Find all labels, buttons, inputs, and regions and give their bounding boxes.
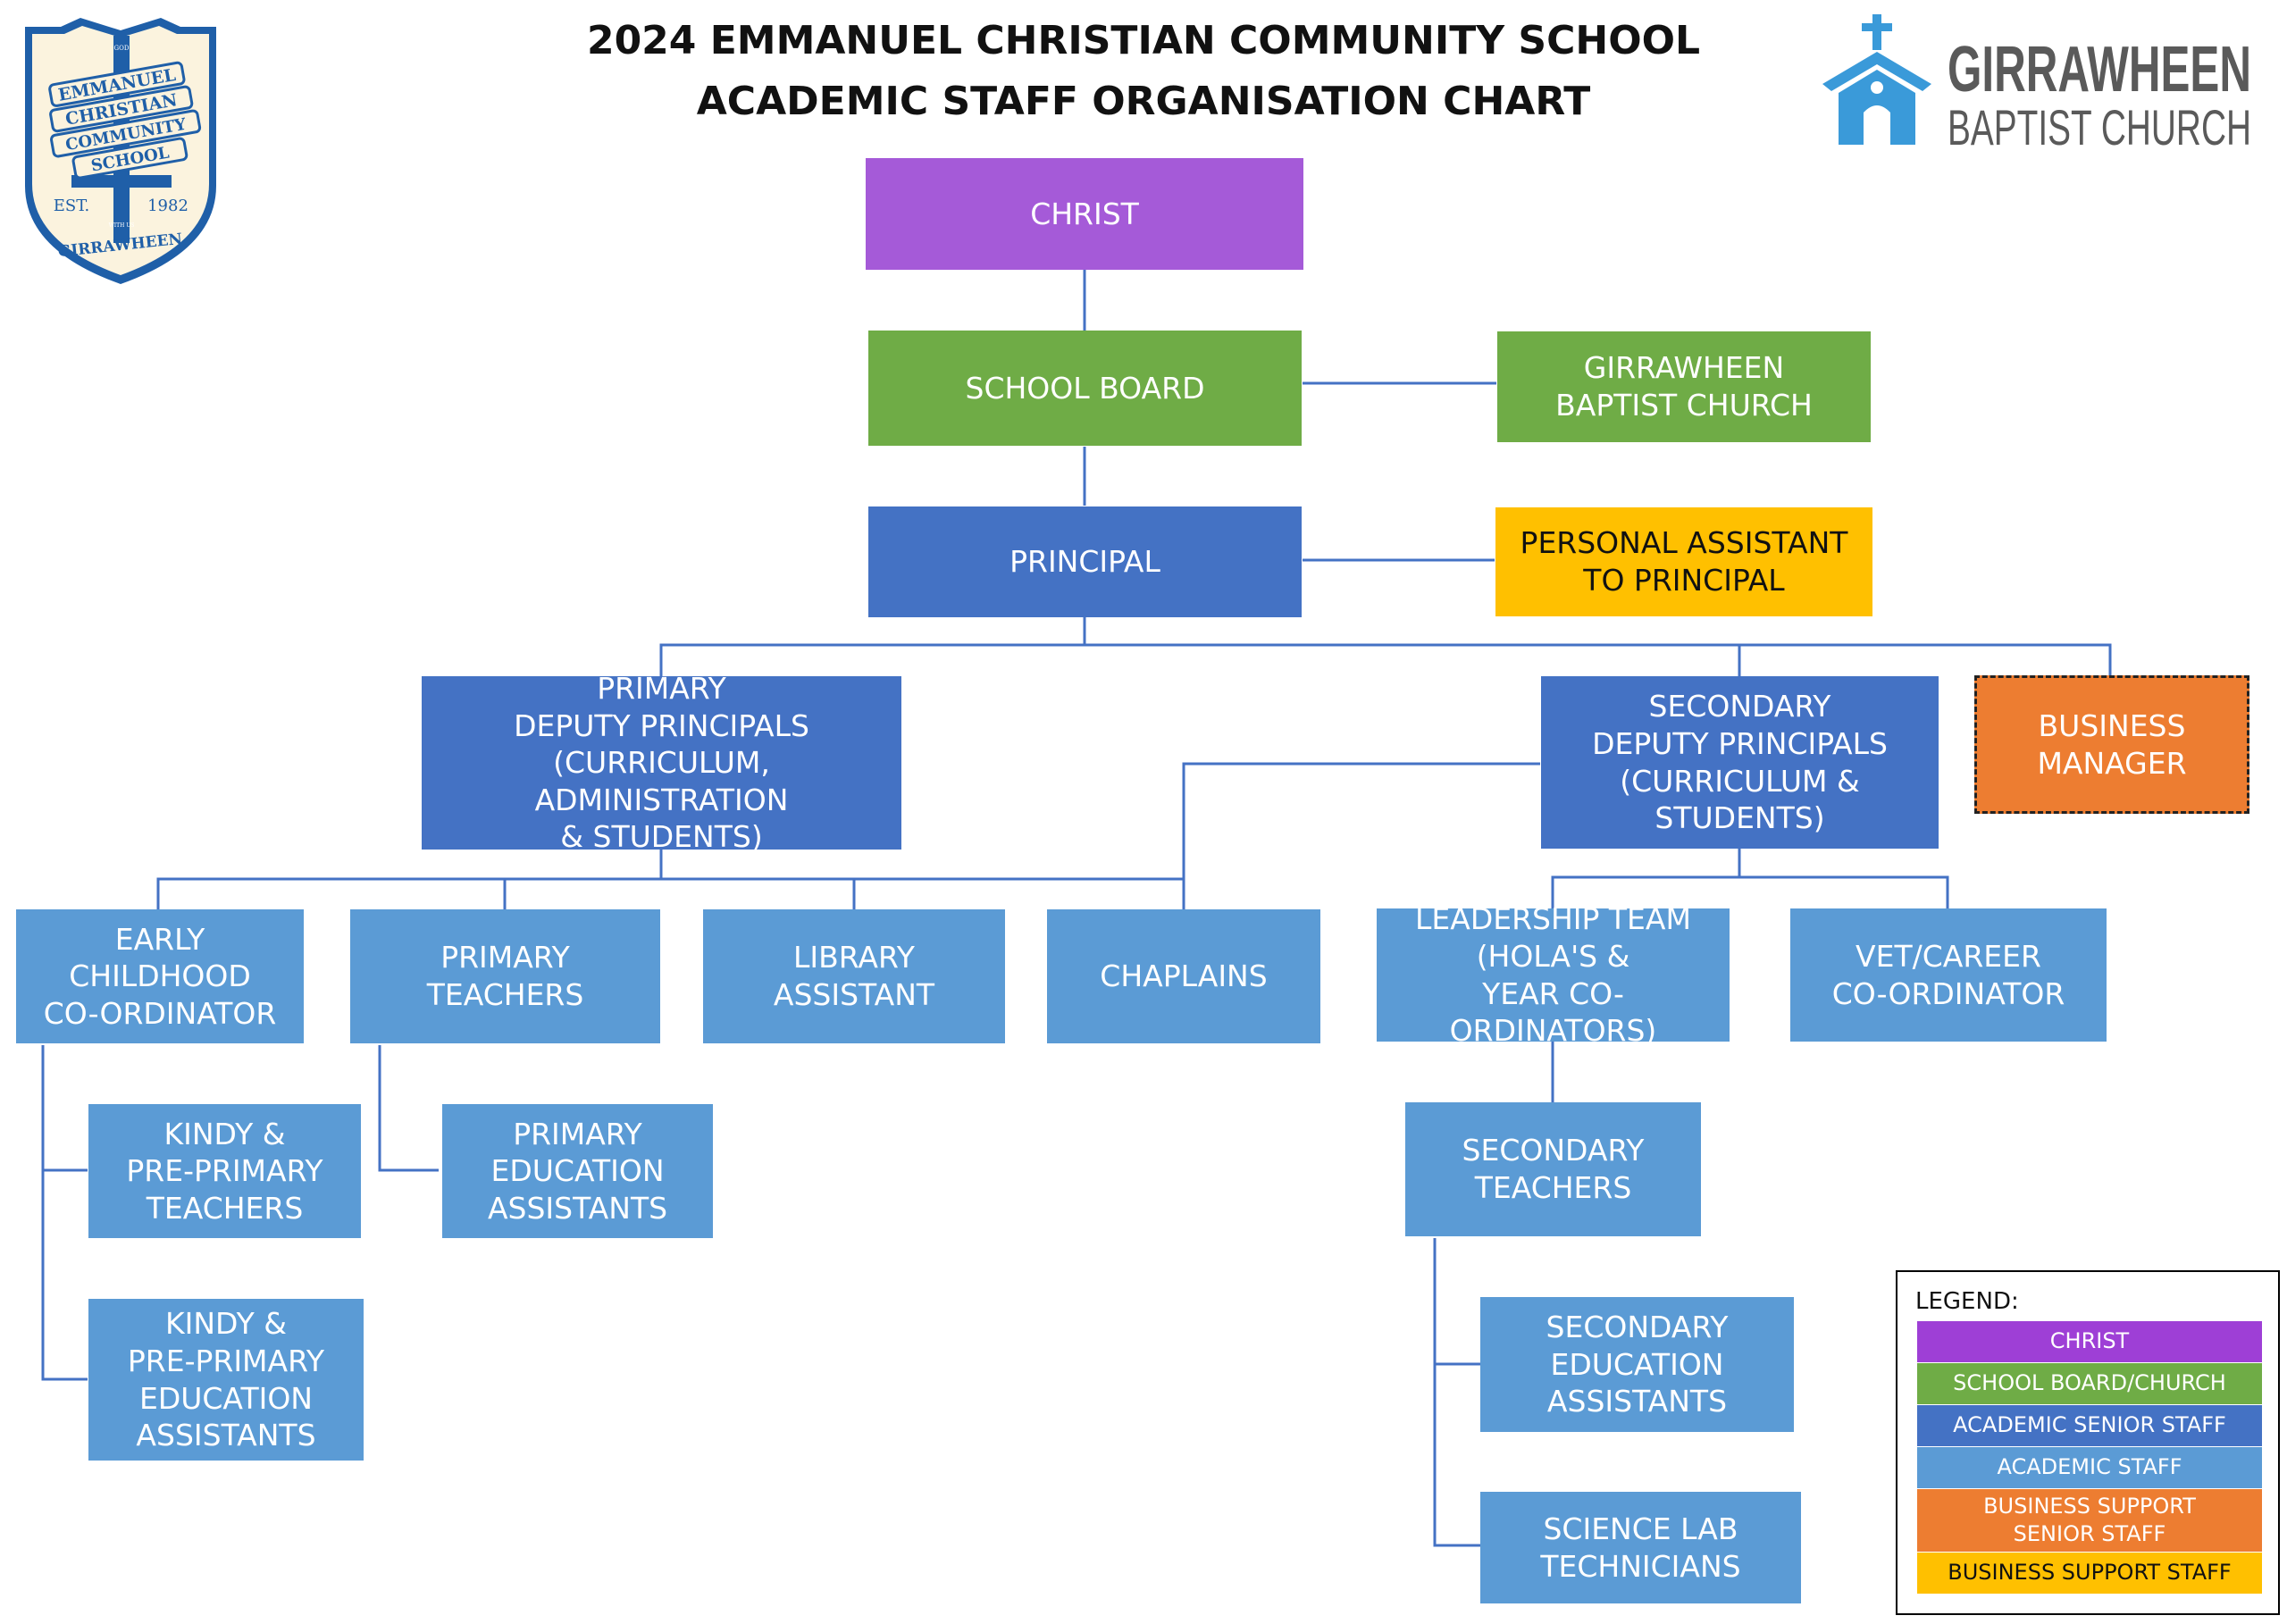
node-secondary-deputy-principals: SECONDARY DEPUTY PRINCIPALS (CURRICULUM …	[1541, 676, 1939, 849]
connector-primary-staff-bus	[156, 877, 1185, 909]
legend-item-academic-senior-staff: ACADEMIC SENIOR STAFF	[1917, 1405, 2262, 1446]
node-business-manager: BUSINESS MANAGER	[1974, 675, 2249, 814]
connector-secondary-staff-bus	[1551, 875, 1949, 908]
legend-title: LEGEND:	[1915, 1288, 2019, 1315]
node-secondary-education-assistants: SECONDARY EDUCATION ASSISTANTS	[1480, 1297, 1794, 1432]
node-leadership-team: LEADERSHIP TEAM (HOLA'S & YEAR CO-ORDINA…	[1377, 901, 1730, 1048]
node-primary-education-assistants: PRIMARY EDUCATION ASSISTANTS	[442, 1104, 713, 1238]
connector-secondary-dp-chaplains	[1182, 762, 1540, 879]
connector-deputies-bus	[659, 643, 2112, 676]
node-kindy-pre-primary-teachers: KINDY & PRE-PRIMARY TEACHERS	[88, 1104, 361, 1238]
legend-item-business-support-staff: BUSINESS SUPPORT STAFF	[1917, 1553, 2262, 1594]
node-vet-career-coordinator: VET/CAREER CO-ORDINATOR	[1790, 908, 2107, 1042]
node-primary-deputy-principals: PRIMARY DEPUTY PRINCIPALS (CURRICULUM, A…	[422, 671, 901, 854]
legend-item-school-board-church: SCHOOL BOARD/CHURCH	[1917, 1363, 2262, 1404]
legend-item-business-support-senior-staff: BUSINESS SUPPORT SENIOR STAFF	[1917, 1489, 2262, 1552]
node-personal-assistant: PERSONAL ASSISTANT TO PRINCIPAL	[1495, 507, 1872, 616]
legend-item-academic-staff: ACADEMIC STAFF	[1917, 1447, 2262, 1488]
node-primary-teachers: PRIMARY TEACHERS	[350, 909, 660, 1043]
node-early-childhood-coordinator: EARLY CHILDHOOD CO-ORDINATOR	[16, 909, 304, 1043]
node-kindy-pre-primary-education-assistants: KINDY & PRE-PRIMARY EDUCATION ASSISTANTS	[88, 1299, 364, 1461]
church-logo: GIRRAWHEEN BAPTIST CHURCH	[1822, 14, 2251, 155]
connector-secondary-teachers-sub	[1433, 1238, 1480, 1547]
chart-title-line-1: 2024 EMMANUEL CHRISTIAN COMMUNITY SCHOOL	[586, 18, 1701, 63]
legend: LEGEND: CHRIST SCHOOL BOARD/CHURCH ACADE…	[1896, 1270, 2280, 1615]
crest-year: 1982	[147, 197, 188, 215]
chart-title-line-2: ACADEMIC STAFF ORGANISATION CHART	[696, 79, 1591, 124]
connector-primary-teachers-ea	[378, 1045, 439, 1172]
node-library-assistant: LIBRARY ASSISTANT	[703, 909, 1005, 1043]
crest-est: EST.	[54, 197, 90, 215]
node-school-board: SCHOOL BOARD	[868, 331, 1302, 446]
crest-motto-top: GOD	[114, 45, 130, 52]
node-science-lab-technicians: SCIENCE LAB TECHNICIANS	[1480, 1492, 1801, 1603]
crest-motto-bottom: WITH US	[109, 222, 135, 229]
church-building-icon	[1822, 14, 1931, 145]
node-chaplains: CHAPLAINS	[1047, 909, 1320, 1043]
church-logo-name-line-1: GIRRAWHEEN	[1948, 34, 2251, 105]
node-principal: PRINCIPAL	[868, 506, 1302, 617]
node-girrawheen-baptist-church: GIRRAWHEEN BAPTIST CHURCH	[1497, 331, 1871, 442]
node-christ: CHRIST	[866, 158, 1303, 270]
legend-item-christ: CHRIST	[1917, 1321, 2262, 1362]
connector-early-childhood-kindy	[41, 1045, 88, 1381]
school-crest-logo: GOD EMMANUEL CHRISTIAN COMMUNITY SCHOOL …	[25, 18, 216, 284]
node-secondary-teachers: SECONDARY TEACHERS	[1405, 1102, 1701, 1236]
church-logo-name-line-2: BAPTIST CHURCH	[1948, 99, 2251, 155]
